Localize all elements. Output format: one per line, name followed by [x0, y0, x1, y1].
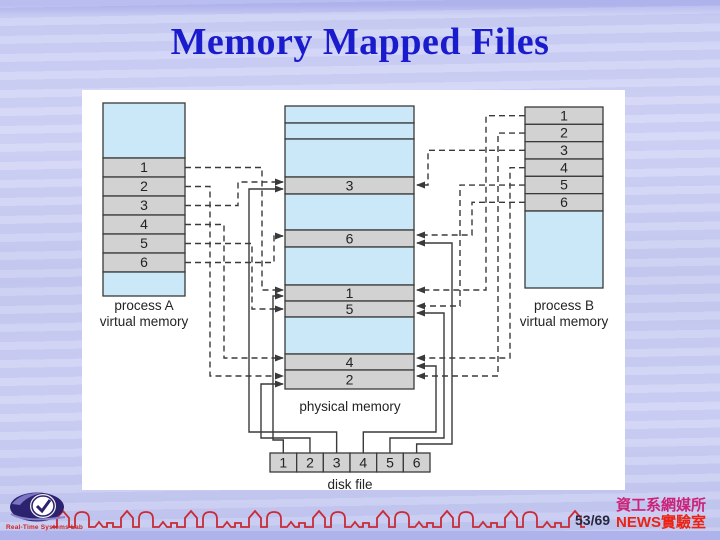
physical-frame-empty [284, 105, 415, 124]
affiliation-text: 資工系網媒所 NEWS實驗室 [616, 497, 706, 531]
process-a-page-number: 1 [140, 159, 148, 175]
bottom-border-band [0, 531, 720, 540]
disk-block-number: 1 [279, 455, 287, 471]
physical-frame-empty [284, 122, 415, 140]
skyline-houses [52, 504, 585, 534]
page-number: 53/69 [575, 512, 611, 528]
disk-to-physical-1 [272, 292, 284, 453]
mapping-a-to-physical-6 [185, 232, 284, 264]
mapping-a-to-physical-1 [185, 166, 284, 294]
physical-frame-empty [284, 193, 415, 231]
physical-frame-empty [284, 246, 415, 286]
mapping-b-to-physical-1 [416, 115, 525, 294]
disk-to-physical-6 [415, 239, 453, 453]
process-a-unmapped-bottom [102, 271, 186, 297]
disk-file-label: disk file [327, 477, 372, 490]
process-b-label: process B [534, 298, 594, 313]
disk-to-physical-2 [260, 380, 311, 453]
lab-logo-caption: Real-Time Systems Lab [6, 524, 84, 531]
disk-block-number: 2 [306, 455, 314, 471]
mapping-b-to-physical-6 [416, 201, 525, 239]
disk-to-physical-4 [362, 362, 437, 453]
process-a-label: process A [114, 298, 173, 313]
process-b-page-number: 5 [560, 177, 568, 193]
disk-to-physical-3 [248, 185, 338, 453]
process-a-unmapped-top [102, 102, 186, 159]
process-a-page-number: 5 [140, 235, 148, 251]
process-b-unmapped-bottom [524, 210, 604, 289]
disk-block-number: 5 [386, 455, 394, 471]
mapping-b-to-physical-4 [416, 166, 525, 362]
physical-frame-empty [284, 138, 415, 178]
disk-block-number: 3 [333, 455, 341, 471]
physical-frame-2 [284, 369, 415, 390]
affiliation-line1: 資工系網媒所 [616, 497, 707, 514]
disk-block-number: 4 [359, 455, 367, 471]
disk-block-number: 6 [413, 455, 421, 471]
footer-skyline-pattern [52, 504, 585, 534]
physical-frame-number: 6 [346, 231, 354, 247]
disk-to-physical-5 [389, 309, 445, 453]
physical-frame-number: 3 [346, 178, 354, 194]
process-b-page-number: 3 [560, 142, 568, 158]
affiliation-line2: NEWS實驗室 [616, 514, 707, 531]
physical-frame-number: 2 [346, 372, 354, 388]
mapping-b-to-physical-3 [416, 149, 525, 189]
process-a-page-number: 4 [140, 216, 148, 232]
process-a-page-number: 6 [140, 254, 148, 270]
physical-frame-empty [284, 316, 415, 355]
process-a-label: virtual memory [100, 314, 189, 329]
mapping-a-to-physical-5 [185, 242, 284, 313]
process-b-page-number: 4 [560, 159, 568, 175]
mapping-b-to-physical-2 [416, 132, 525, 380]
mapping-a-to-physical-2 [185, 185, 284, 380]
physical-memory-label: physical memory [299, 399, 401, 414]
mapping-a-to-physical-3 [185, 178, 284, 207]
physical-frame-number: 5 [346, 301, 354, 317]
process-b-label: virtual memory [520, 314, 609, 329]
mapping-b-to-physical-5 [416, 184, 525, 310]
mapping-a-to-physical-4 [185, 223, 284, 362]
process-a-page-number: 2 [140, 178, 148, 194]
physical-frame-number: 1 [346, 285, 354, 301]
process-b-page-number: 1 [560, 107, 568, 123]
process-b-page-number: 2 [560, 125, 568, 141]
process-b-page-number: 6 [560, 194, 568, 210]
physical-frame-number: 4 [346, 354, 354, 370]
lab-logo-icon [10, 492, 66, 522]
slide-title: Memory Mapped Files [170, 21, 550, 63]
process-a-page-number: 3 [140, 197, 148, 213]
